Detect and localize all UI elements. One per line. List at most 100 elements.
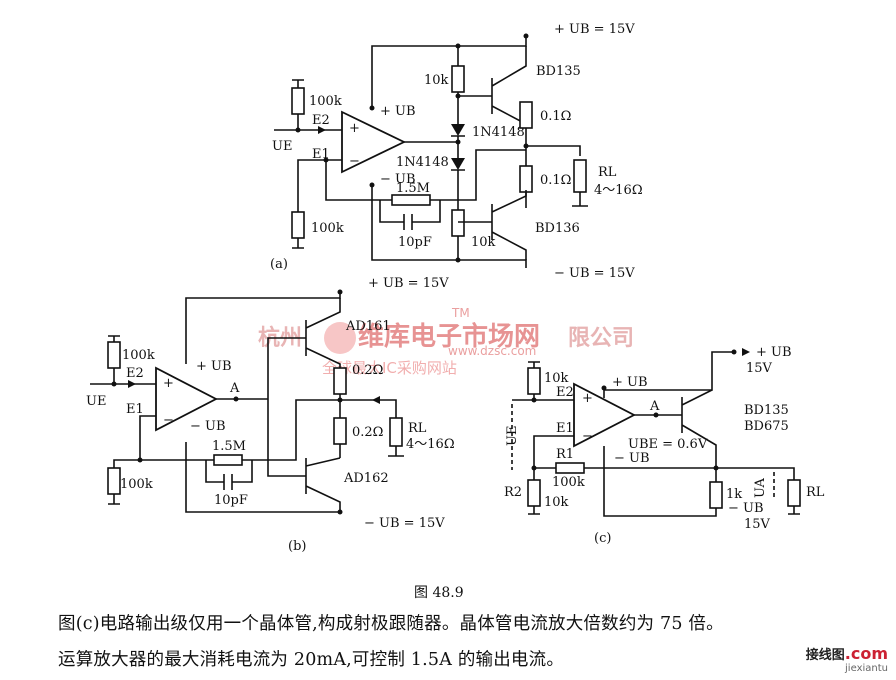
a-diode1-bar [451,135,465,158]
b-r100k-bottom-label: 100k [120,477,153,492]
b-e1-label: E1 [126,402,144,417]
a-opamp-minus: − [349,154,360,169]
corner-logo-main: 接线图 [805,648,845,663]
b-bottom-rail [185,442,340,513]
a-c-feedback [403,214,413,230]
a-feedback-wire [325,160,477,201]
c-r2 [527,479,541,507]
a-q-bottom-label: BD136 [535,221,580,236]
c-supply-neg-label: − UB [728,501,764,516]
a-r10k-bottom [451,209,465,237]
a-diode1 [451,124,465,136]
a-re-bottom-label: 0.1Ω [540,173,571,188]
a-r100k-top [291,87,305,115]
c-ue-label: UE [505,426,520,446]
a-opamp [341,110,407,174]
c-e2-label: E2 [556,385,574,400]
c-rl-label: RL [806,485,825,500]
b-opamp [155,366,218,432]
c-supply-pos-label: + UB [756,345,792,360]
b-c-feedback-label: 10pF [214,493,248,508]
c-r1-val-label: 100k [552,475,585,490]
b-opamp-neg-label: − UB [190,419,226,434]
a-diode2 [451,158,465,170]
c-opamp-neg-label: − UB [614,451,650,466]
watermark: 杭州 限公司 维库电子市场网 TM www.dzsc.com 全球最大IC采购网… [258,306,634,377]
c-opamp-pos-label: + UB [612,375,648,390]
watermark-right-text: 限公司 [568,326,634,351]
c-node-a-label: A [649,399,660,414]
c-r-emitter [709,481,723,509]
a-diode1-label: 1N4148 [472,125,525,140]
circuit-a: + UB = 15V − UB = 15V + − + UB − UB UE E… [270,22,643,281]
a-opamp-neg-label: − UB [380,172,416,187]
c-r10k-top-label: 10k [544,371,569,386]
a-rl-label: RL [598,165,617,180]
c-supply-pos-val: 15V [746,361,773,376]
paragraph-line-1: 图(c)电路输出级仅用一个晶体管,构成射极跟随器。晶体管电流放大倍数约为 75 … [58,614,724,634]
a-r100k-bottom-gnd [292,238,304,249]
a-c-feedback-label: 10pF [398,235,432,250]
b-e2-label: E2 [126,366,144,381]
a-q-bottom [458,190,527,260]
b-q-bottom-label: AD162 [343,471,389,486]
b-r100k-bottom-gnd [108,494,120,505]
a-r10k-top [451,65,465,93]
b-input-arrow [128,380,136,388]
a-diode2-bar [451,169,465,210]
b-re-bottom [333,417,347,445]
b-rl [389,417,403,447]
b-opamp-pos-label: + UB [196,359,232,374]
c-ube-label: UBE = 0.6V [628,437,708,452]
c-top-arrow [742,348,750,356]
circuit-b: + UB = 15V − UB = 15V + − + UB − UB UE E… [86,276,455,554]
b-rl-range-label: 4～16Ω [406,437,455,452]
b-ue-label: UE [86,394,106,409]
a-rl [573,159,587,193]
c-r-emitter-wires [603,446,717,517]
b-r-feedback [213,454,243,466]
a-supply-pos-label: + UB = 15V [554,22,635,37]
c-r2-val-label: 10k [544,495,569,510]
figure-title: 图 48.9 [414,585,464,601]
b-c-feedback [223,474,233,490]
c-r2-gnd [528,506,540,515]
b-re-top-label: 0.2Ω [352,363,383,378]
b-node-a [233,396,239,402]
b-output-arrow [372,396,380,404]
c-inv-wire [533,435,574,480]
paragraph-line-2: 运算放大器的最大消耗电流为 20mA,可控制 1.5A 的输出电流。 [58,650,565,670]
b-rl-label: RL [408,421,427,436]
a-rl-gnd [572,192,588,207]
a-r-feedback-label: 1.5M [396,181,430,196]
c-top-terminal [731,349,737,355]
c-opamp-minus: − [582,429,593,444]
a-re-top [519,101,533,129]
b-rl-gnd [388,446,404,457]
a-r10k-top-label: 10k [424,73,449,88]
watermark-brand: 维库电子市场网 [358,321,540,352]
b-q-bottom [305,457,341,512]
a-supply-neg-label: − UB = 15V [554,266,635,281]
c-opamp [573,382,636,448]
c-r-emitter-label: 1k [726,487,742,502]
watermark-tm: TM [451,306,470,320]
a-ue-label: UE [272,139,292,154]
a-c-feedback-wire [379,200,441,223]
c-ua-label: UA [753,477,768,498]
b-q-top [305,298,341,368]
c-r10k-top [527,367,541,395]
a-q-top-label: BD135 [536,64,581,79]
b-r-feedback-label: 1.5M [212,439,246,454]
b-base-wires [267,337,306,477]
watermark-slogan: 全球最大IC采购网站 [322,359,457,377]
b-r100k-top-label: 100k [122,348,155,363]
c-r1-label: R1 [556,447,574,462]
c-opamp-vplus-node [601,385,607,391]
c-r1 [555,462,585,474]
a-rl-range-label: 4～16Ω [594,183,643,198]
a-top-terminal [523,33,529,39]
a-output-wire [475,145,581,184]
